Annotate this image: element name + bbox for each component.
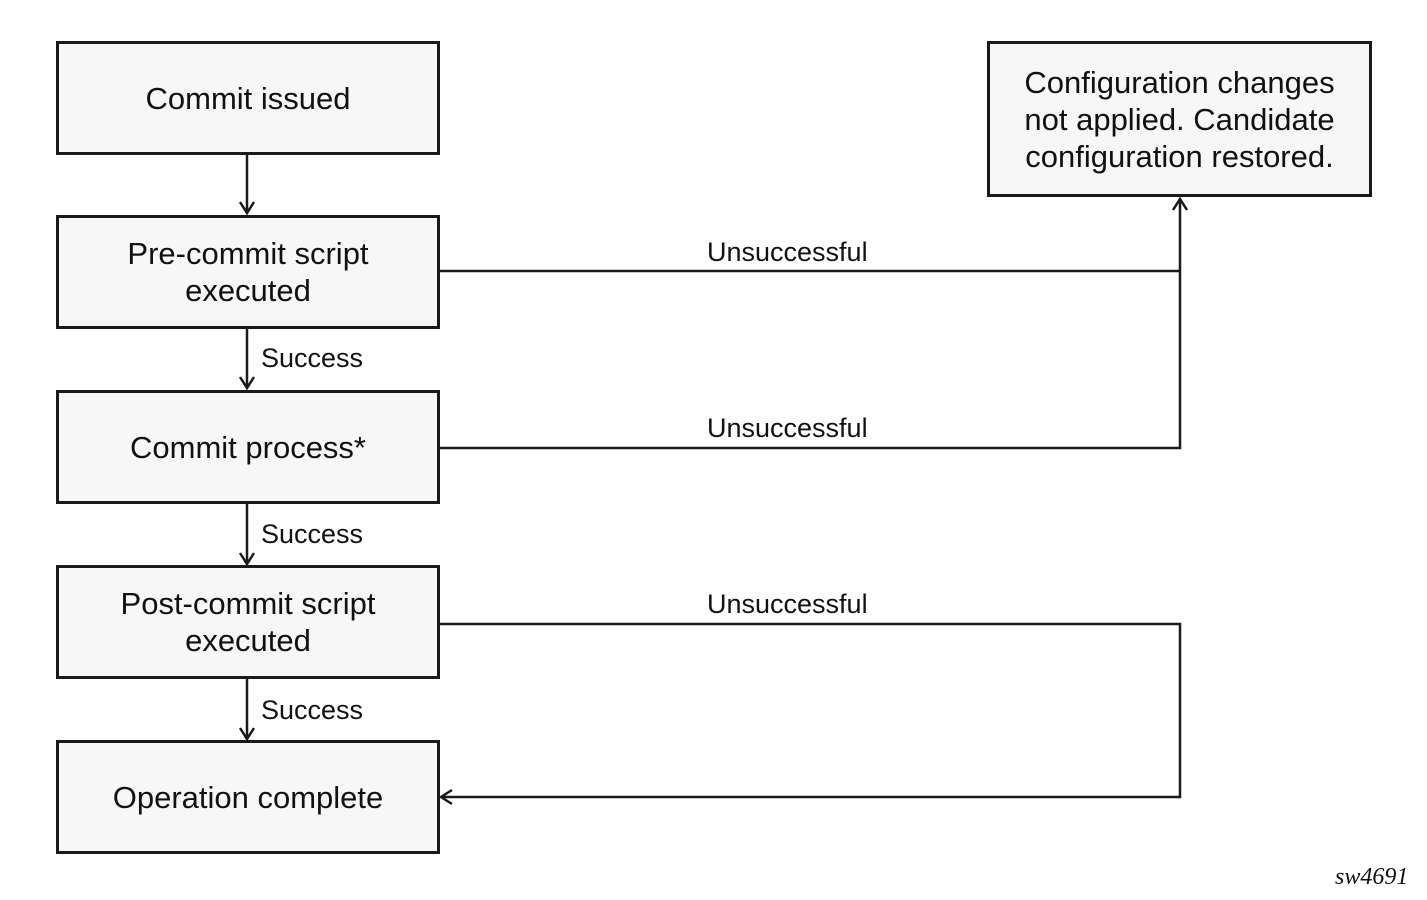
label-post-commit-unsuccessful: Unsuccessful	[707, 589, 868, 619]
node-operation-complete: Operation complete	[56, 740, 440, 854]
node-post-commit-script: Post-commit script executed	[56, 565, 440, 679]
node-pre-commit-script: Pre-commit script executed	[56, 215, 440, 329]
label-pre-commit-success: Success	[261, 343, 364, 373]
node-commit-issued: Commit issued	[56, 41, 440, 155]
label-commit-process-unsuccessful: Unsuccessful	[707, 413, 868, 443]
arrowhead-postcommit	[238, 552, 256, 567]
figure-id: sw4691	[1335, 864, 1409, 890]
arrowhead-commit-process	[238, 376, 256, 391]
line-commit-process-unsuccessful	[440, 199, 1182, 450]
arrowhead-precommit	[238, 201, 256, 216]
arrowhead-complete	[238, 727, 256, 742]
arrowhead-operation-complete	[438, 788, 453, 806]
label-pre-commit-unsuccessful: Unsuccessful	[707, 237, 868, 267]
line-postcommit-unsuccessful	[440, 622, 1182, 799]
node-commit-process: Commit process*	[56, 390, 440, 504]
label-commit-process-success: Success	[261, 519, 364, 549]
node-config-not-applied: Configuration changes not applied. Candi…	[987, 41, 1372, 197]
label-post-commit-success: Success	[261, 695, 364, 725]
arrowhead-config-not-applied	[1171, 196, 1189, 211]
